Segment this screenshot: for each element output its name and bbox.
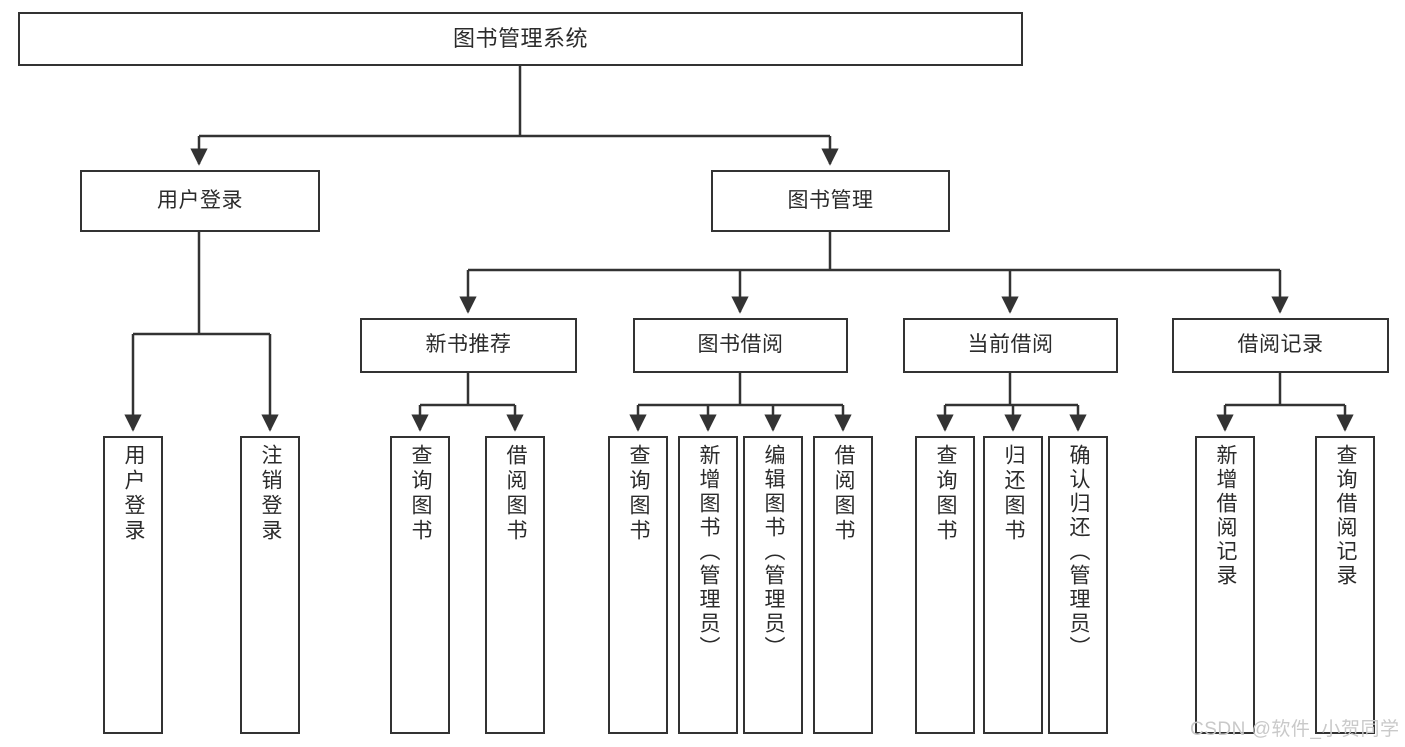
node-leaf-add-record[interactable]: 新增借阅记录 <box>1195 436 1255 734</box>
node-leaf-query-book-1-label: 查询图书 <box>409 444 433 544</box>
node-leaf-add-book[interactable]: 新增图书（管理员） <box>678 436 738 734</box>
node-borrow-record[interactable]: 借阅记录 <box>1172 318 1389 373</box>
node-leaf-borrow-book-2[interactable]: 借阅图书 <box>813 436 873 734</box>
watermark-csdn: CSDN @软件_小贺同学 <box>1190 719 1400 740</box>
node-book-borrow[interactable]: 图书借阅 <box>633 318 848 373</box>
node-leaf-return-book-label: 归还图书 <box>1002 444 1026 544</box>
node-user-login[interactable]: 用户登录 <box>80 170 320 232</box>
node-leaf-query-book-1[interactable]: 查询图书 <box>390 436 450 734</box>
node-current-borrow-label: 当前借阅 <box>967 333 1054 357</box>
node-book-management[interactable]: 图书管理 <box>711 170 950 232</box>
node-leaf-query-book-2-label: 查询图书 <box>627 444 651 544</box>
node-leaf-query-book-3-label: 查询图书 <box>934 444 958 544</box>
node-leaf-borrow-book-2-label: 借阅图书 <box>832 444 856 544</box>
node-book-borrow-label: 图书借阅 <box>697 333 784 357</box>
node-root-label: 图书管理系统 <box>452 26 588 52</box>
node-leaf-add-record-label: 新增借阅记录 <box>1214 444 1238 588</box>
node-new-book-recommend-label: 新书推荐 <box>425 333 512 357</box>
node-leaf-logout-login[interactable]: 注销登录 <box>240 436 300 734</box>
node-leaf-logout-login-label: 注销登录 <box>259 444 283 544</box>
node-root[interactable]: 图书管理系统 <box>18 12 1023 66</box>
node-user-login-label: 用户登录 <box>157 188 243 212</box>
node-leaf-query-book-3[interactable]: 查询图书 <box>915 436 975 734</box>
node-book-management-label: 图书管理 <box>787 188 874 212</box>
node-leaf-query-record[interactable]: 查询借阅记录 <box>1315 436 1375 734</box>
node-leaf-query-record-label: 查询借阅记录 <box>1334 444 1358 588</box>
node-leaf-confirm-return[interactable]: 确认归还（管理员） <box>1048 436 1108 734</box>
node-leaf-edit-book-label: 编辑图书（管理员） <box>762 444 786 660</box>
node-borrow-record-label: 借阅记录 <box>1237 333 1324 357</box>
node-leaf-add-book-label: 新增图书（管理员） <box>697 444 721 660</box>
node-leaf-query-book-2[interactable]: 查询图书 <box>608 436 668 734</box>
node-current-borrow[interactable]: 当前借阅 <box>903 318 1118 373</box>
node-leaf-borrow-book-1[interactable]: 借阅图书 <box>485 436 545 734</box>
node-leaf-user-login[interactable]: 用户登录 <box>103 436 163 734</box>
node-leaf-return-book[interactable]: 归还图书 <box>983 436 1043 734</box>
node-leaf-edit-book[interactable]: 编辑图书（管理员） <box>743 436 803 734</box>
node-leaf-confirm-return-label: 确认归还（管理员） <box>1067 444 1091 660</box>
node-leaf-user-login-label: 用户登录 <box>122 444 146 544</box>
node-new-book-recommend[interactable]: 新书推荐 <box>360 318 577 373</box>
node-leaf-borrow-book-1-label: 借阅图书 <box>504 444 528 544</box>
